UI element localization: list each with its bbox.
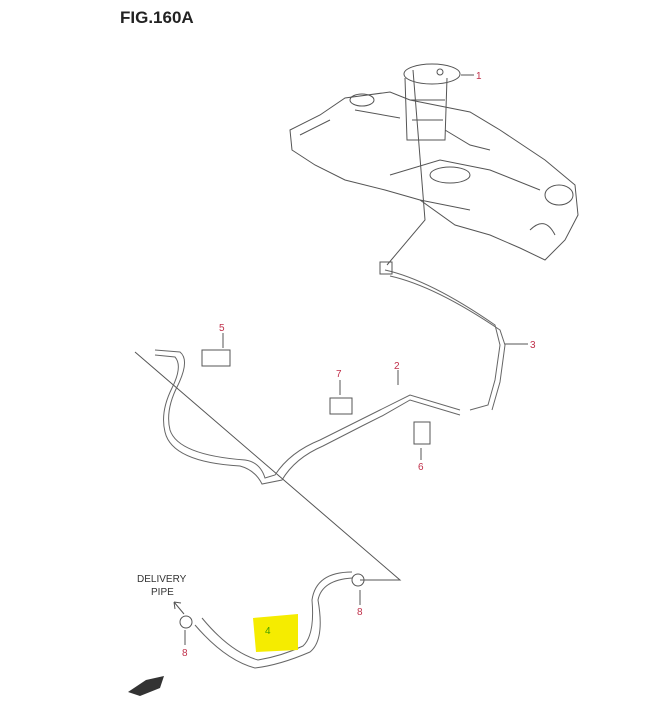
connector [379, 261, 393, 275]
callout-8-upper[interactable]: 8 [357, 607, 363, 618]
highlight-box [253, 614, 298, 652]
leader-lines [134, 69, 528, 650]
callout-7[interactable]: 7 [336, 369, 342, 380]
figure-title: FIG.160A [120, 8, 194, 27]
callout-8-lower[interactable]: 8 [182, 648, 188, 659]
callout-6[interactable]: 6 [418, 462, 424, 473]
callout-4[interactable]: 4 [265, 626, 271, 637]
callout-1[interactable]: 1 [476, 71, 482, 82]
delivery-pipe-label-line1: DELIVERY [137, 574, 187, 585]
clamp-8-upper[interactable] [351, 573, 365, 587]
hose-4[interactable] [194, 571, 353, 669]
delivery-pipe-label-line2: PIPE [151, 587, 174, 598]
delivery-arrow-icon [173, 601, 185, 615]
pipe-3[interactable] [384, 269, 506, 411]
pipe-2[interactable] [154, 349, 461, 485]
callout-3[interactable]: 3 [530, 340, 536, 351]
callout-2[interactable]: 2 [394, 361, 400, 372]
callout-5[interactable]: 5 [219, 323, 225, 334]
clamp-5[interactable] [201, 349, 231, 367]
fuel-pump-assembly[interactable] [403, 63, 491, 151]
front-direction-arrow-icon [128, 676, 164, 696]
clamp-8-lower[interactable] [179, 615, 193, 629]
clip-6[interactable] [413, 421, 431, 445]
fuel-tank[interactable] [289, 91, 579, 261]
clip-7[interactable] [329, 397, 353, 415]
